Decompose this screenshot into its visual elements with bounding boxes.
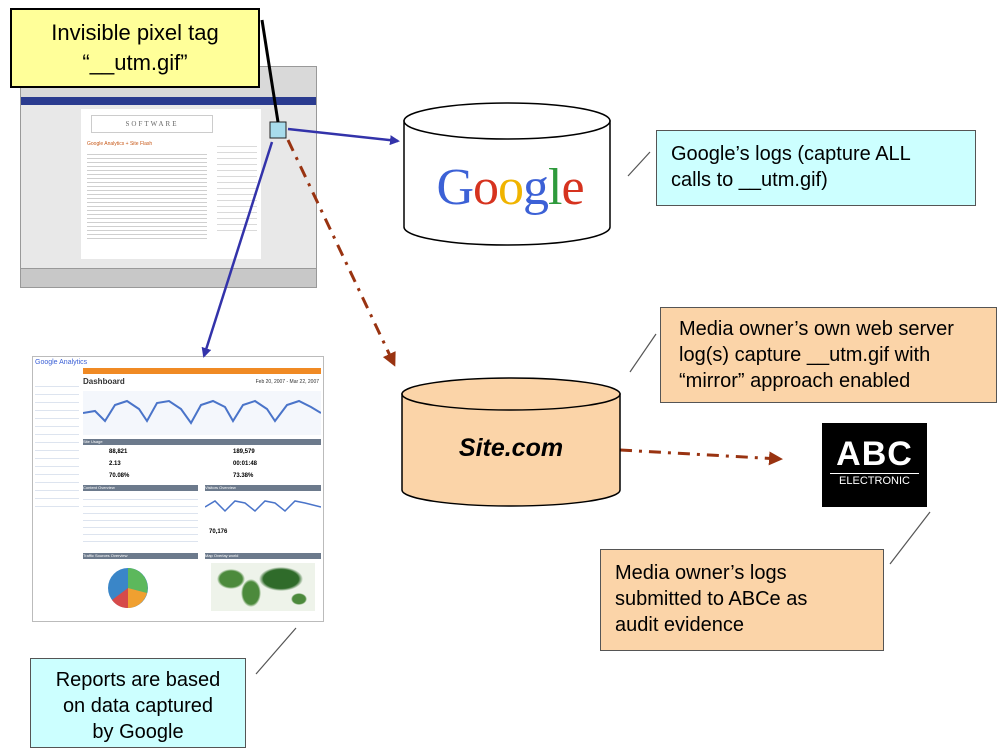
ga-stat-2: 2.13 — [109, 461, 121, 467]
arrow-to-reports — [201, 141, 274, 358]
reports-callout-connector — [255, 627, 297, 675]
media-owner-server-callout-line: log(s) capture __utm.gif with — [679, 344, 931, 366]
google-logo-letter: e — [561, 159, 584, 216]
reports-callout: Reports are based on data captured by Go… — [30, 658, 246, 748]
media-owner-server-callout: Media owner’s own web server log(s) capt… — [660, 307, 997, 403]
pixel-tag-callout-line: “__utm.gif” — [82, 50, 188, 75]
ga-site-usage-header: Site Usage — [83, 439, 321, 445]
ga-stat-3: 70.08% — [109, 473, 130, 479]
ga-stat-4: 189,579 — [233, 449, 255, 455]
ga-visits-line — [83, 399, 321, 425]
ga-stat-1: 88,821 — [109, 449, 128, 455]
arrow-to-abc — [619, 448, 783, 466]
pixel-tag-pointer-line — [260, 19, 280, 123]
site-cylinder-label: Site.com — [458, 434, 564, 462]
os-taskbar — [21, 268, 316, 287]
ga-visitors-graph — [205, 500, 321, 513]
abc-callout-connector — [889, 511, 931, 565]
ga-orange-bar — [83, 368, 321, 374]
google-logs-cylinder — [403, 102, 611, 246]
media-owner-logs-callout: Media owner’s logs submitted to ABCe as … — [600, 549, 884, 651]
ga-visitors-overview-header: Visitors Overview — [205, 485, 321, 491]
page-body: SOFTWARE Google Analytics + Site Flash — [81, 109, 261, 259]
ga-map-overlay-header: Map Overlay world — [205, 553, 321, 559]
media-owner-server-callout-line: Media owner’s own web server — [679, 318, 954, 340]
google-logs-callout-line: calls to __utm.gif) — [671, 169, 828, 191]
google-logo-letter: o — [498, 159, 524, 216]
google-logo: Google — [420, 158, 600, 218]
ga-content-table — [83, 493, 198, 545]
ga-date-range: Feb 20, 2007 - Mar 22, 2007 — [255, 379, 319, 385]
browser-menu-bar — [21, 97, 316, 105]
site-article-title: Google Analytics + Site Flash — [87, 141, 153, 147]
google-logs-callout: Google’s logs (capture ALL calls to __ut… — [656, 130, 976, 206]
google-callout-connector — [627, 151, 651, 177]
media-owner-logs-callout-line: audit evidence — [615, 614, 744, 636]
reports-callout-line: on data captured — [62, 695, 214, 717]
google-logo-letter: G — [436, 159, 474, 216]
arrow-to-google — [287, 127, 400, 146]
abc-logo-main: ABC — [836, 435, 913, 473]
google-logo-letter: l — [548, 159, 562, 216]
ga-sidebar — [35, 379, 79, 509]
site-cylinder — [401, 377, 621, 507]
ga-visitors-total: 70,176 — [209, 529, 228, 535]
ga-stat-6: 73.38% — [233, 473, 254, 479]
site-header: SOFTWARE — [91, 115, 213, 133]
arrow-to-site — [286, 139, 396, 367]
google-logo-letter: o — [473, 159, 499, 216]
ga-content-overview-header: Content Overview — [83, 485, 198, 491]
reports-callout-line: Reports are based — [55, 669, 221, 691]
ga-logo: Google Analytics — [35, 359, 88, 366]
google-logo-letter: g — [523, 159, 549, 216]
server-callout-connector — [629, 333, 657, 373]
analytics-report-screenshot: Google Analytics Dashboard Feb 20, 2007 … — [32, 356, 324, 622]
site-sidebar — [217, 141, 257, 231]
abc-logo-sub: ELECTRONIC — [830, 473, 919, 488]
pixel-tag-marker — [269, 121, 287, 139]
ga-stat-5: 00:01:48 — [233, 461, 258, 467]
ga-visits-graph — [83, 391, 321, 435]
site-article-text — [87, 151, 207, 241]
ga-world-map — [211, 563, 315, 611]
pixel-tag-callout-line: Invisible pixel tag — [51, 20, 219, 45]
media-owner-logs-callout-line: Media owner’s logs — [615, 562, 787, 584]
abc-electronic-logo: ABC ELECTRONIC — [822, 423, 927, 507]
pixel-tag-callout: Invisible pixel tag “__utm.gif” — [10, 8, 260, 88]
reports-callout-line: by Google — [92, 721, 184, 743]
ga-dashboard-title: Dashboard — [83, 377, 125, 386]
ga-traffic-pie — [108, 568, 148, 608]
website-screenshot: SOFTWARE Google Analytics + Site Flash — [20, 66, 317, 288]
media-owner-logs-callout-line: submitted to ABCe as — [615, 588, 808, 610]
google-logs-callout-line: Google’s logs (capture ALL — [671, 143, 911, 165]
media-owner-server-callout-line: “mirror” approach enabled — [679, 370, 911, 392]
ga-traffic-sources-header: Traffic Sources Overview — [83, 553, 198, 559]
